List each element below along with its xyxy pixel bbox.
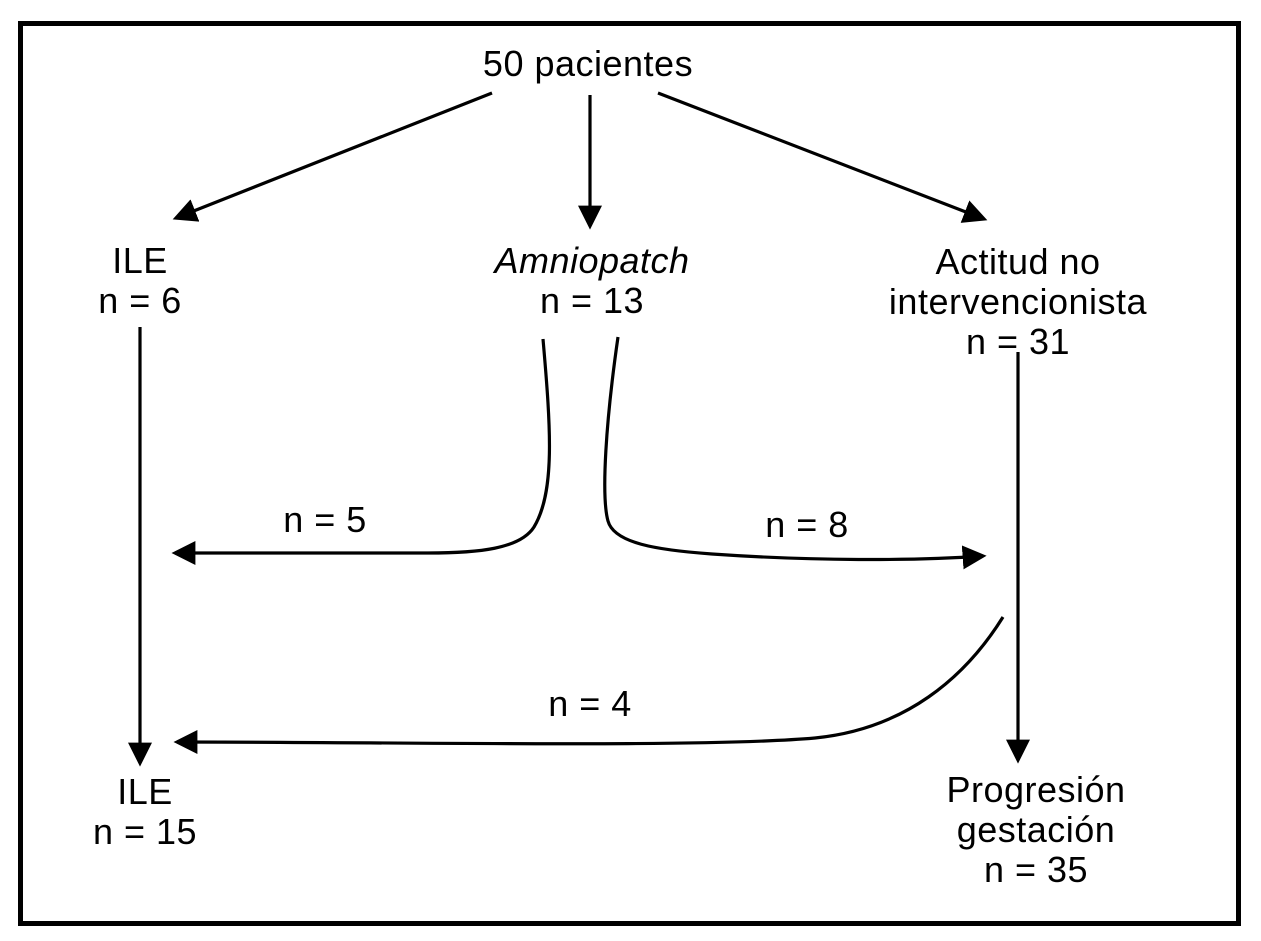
node-amniopatch-count: n = 13 <box>539 280 645 321</box>
edge-label-n8-text: n = 8 <box>765 504 849 545</box>
node-no-intervention-label-1: Actitud no <box>935 241 1101 282</box>
edge-no-intervention-to-ile <box>173 616 1005 755</box>
edge-label-n8: n = 8 <box>765 505 849 545</box>
node-no-intervention: Actitud no intervencionista n = 31 <box>889 242 1147 362</box>
edge-amniopatch-to-no-intervention <box>603 336 987 570</box>
diagram-border <box>18 21 1241 926</box>
edge-label-n4: n = 4 <box>548 684 632 724</box>
node-amniopatch: Amniopatch n = 13 <box>494 241 689 321</box>
node-ile-bottom-count: n = 15 <box>92 811 198 852</box>
edge-title-to-no-intervention <box>657 91 988 223</box>
node-ile-top-count: n = 6 <box>98 280 182 321</box>
node-no-intervention-label-2: intervencionista <box>888 281 1148 322</box>
node-progression-label-1: Progresión <box>946 769 1126 810</box>
node-ile-top: ILE n = 6 <box>98 241 182 321</box>
edge-title-to-ile-top <box>172 91 493 222</box>
node-ile-bottom-label: ILE <box>117 771 173 812</box>
node-ile-bottom: ILE n = 15 <box>93 772 197 852</box>
edge-label-n4-text: n = 4 <box>548 683 632 724</box>
edge-label-n5-text: n = 5 <box>283 499 367 540</box>
node-ile-top-label: ILE <box>112 240 168 281</box>
node-progression: Progresión gestación n = 35 <box>946 770 1125 890</box>
edge-label-n5: n = 5 <box>283 500 367 540</box>
node-title: 50 pacientes <box>483 44 693 84</box>
node-progression-label-2: gestación <box>956 809 1116 850</box>
node-title-text: 50 pacientes <box>482 43 694 84</box>
node-amniopatch-label: Amniopatch <box>494 240 690 281</box>
node-progression-count: n = 35 <box>983 849 1089 890</box>
node-no-intervention-count: n = 31 <box>965 321 1071 362</box>
edge-amniopatch-to-ile <box>171 338 552 565</box>
